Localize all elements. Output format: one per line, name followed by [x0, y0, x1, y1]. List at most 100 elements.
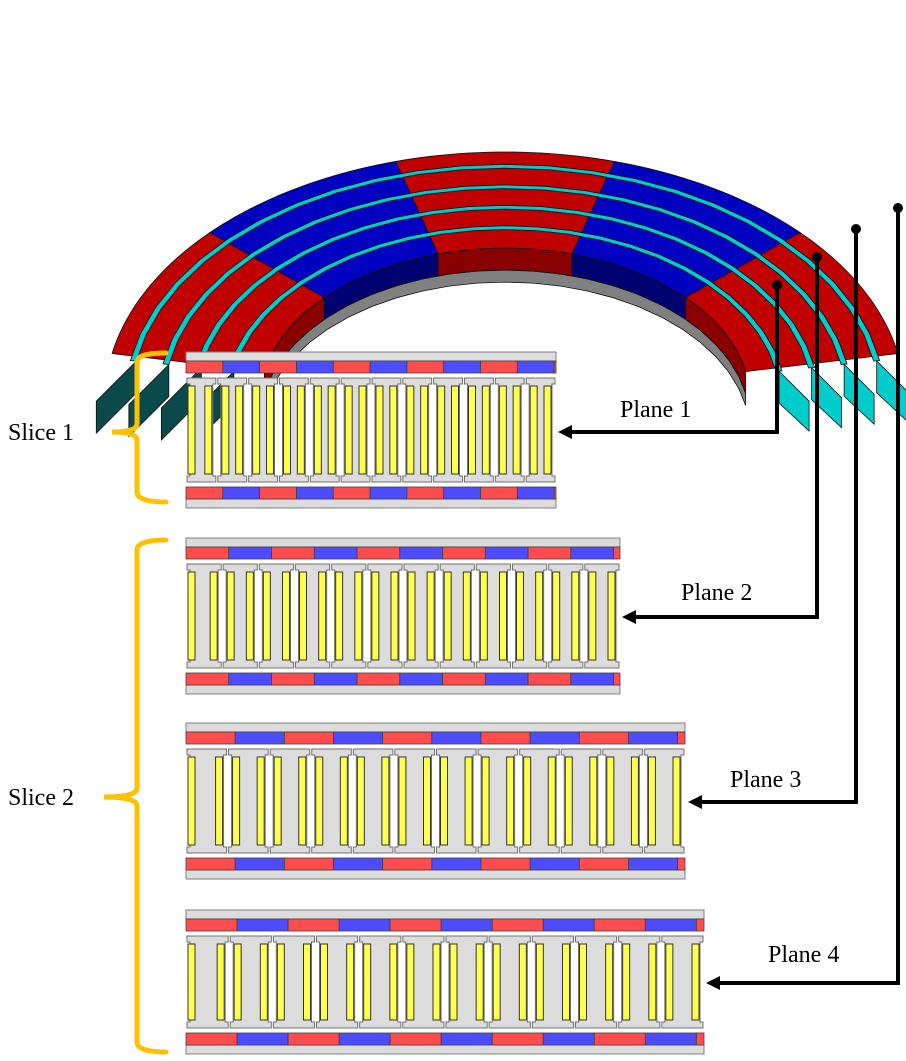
slice-1-group: Slice 1 — [8, 350, 169, 505]
magnet-red — [442, 546, 486, 560]
plane-2-cross-section — [185, 537, 621, 695]
magnet-blue — [542, 1032, 595, 1046]
coil-side — [443, 571, 452, 661]
magnet-blue — [440, 1032, 493, 1046]
coil-side — [389, 943, 398, 1021]
top-back-iron — [185, 909, 705, 920]
plane-4-cross-section — [185, 909, 705, 1055]
coil-side — [313, 385, 322, 475]
coil-side — [358, 385, 367, 475]
magnet-red — [527, 546, 572, 560]
magnet-blue — [369, 486, 408, 500]
magnet-red — [185, 1032, 238, 1046]
coil-side — [389, 385, 398, 475]
plane-3-label: Plane 3 — [730, 767, 801, 793]
stator-layer-3 — [162, 184, 848, 365]
magnet-red — [593, 918, 646, 932]
coil-side — [475, 943, 484, 1021]
coil-side — [320, 943, 328, 1021]
coil-side — [298, 756, 307, 846]
coil-side — [562, 943, 570, 1021]
magnet-red — [259, 486, 297, 500]
coil-side — [315, 756, 324, 846]
magnet-blue — [529, 731, 580, 745]
magnet-red — [271, 672, 315, 686]
magnet-red — [185, 857, 236, 871]
magnet-red — [389, 918, 442, 932]
magnet-red — [332, 486, 371, 500]
coil-side — [335, 571, 344, 661]
coil-side — [398, 756, 407, 846]
magnet-red — [578, 857, 629, 871]
magnet-red — [677, 731, 686, 745]
magnet-blue — [222, 360, 261, 374]
bottom-back-iron — [185, 498, 557, 509]
magnet-blue — [516, 360, 555, 374]
coil-side — [529, 385, 538, 475]
magnet-blue — [236, 918, 289, 932]
coil-side — [535, 571, 544, 661]
coil-side — [216, 943, 225, 1021]
slice-1-brace — [111, 350, 169, 505]
magnet-blue — [333, 857, 384, 871]
magnet-blue — [431, 857, 482, 871]
coil-side — [273, 756, 282, 846]
magnet-blue — [484, 546, 529, 560]
coil-side — [187, 571, 196, 661]
coil-side — [209, 571, 218, 661]
coil-side — [256, 756, 265, 846]
coil-side — [282, 571, 290, 661]
magnet-red — [382, 857, 433, 871]
coil-side — [266, 385, 274, 475]
magnet-red — [491, 918, 544, 932]
coil-side — [589, 756, 598, 846]
coil-side — [564, 756, 573, 846]
coil-side — [481, 385, 490, 475]
coil-side — [299, 571, 307, 661]
bottom-back-iron — [185, 869, 686, 880]
slice-1-label: Slice 1 — [8, 420, 74, 446]
magnet-red — [613, 546, 621, 560]
coil-side — [390, 571, 399, 661]
magnet-red — [695, 918, 705, 932]
magnet-red — [578, 731, 629, 745]
magnet-blue — [644, 1032, 697, 1046]
magnet-red — [406, 360, 445, 374]
magnet-red — [185, 486, 224, 500]
coil-side — [449, 943, 458, 1021]
slice-2-group: Slice 2 — [8, 537, 169, 1055]
coil-side — [588, 571, 597, 661]
top-back-iron — [185, 351, 557, 362]
magnet-blue — [542, 918, 595, 932]
coil-side — [235, 385, 244, 475]
magnet-blue — [313, 546, 358, 560]
magnet-red — [356, 546, 401, 560]
coil-side — [262, 571, 271, 661]
magnet-blue — [228, 672, 272, 686]
coil-side — [276, 943, 285, 1021]
coil-side — [622, 943, 631, 1021]
coil-side — [252, 385, 261, 475]
magnet-blue — [443, 486, 481, 500]
magnet-red — [185, 918, 238, 932]
magnet-red — [695, 1032, 705, 1046]
coil-side — [605, 943, 614, 1021]
magnet-red — [259, 360, 297, 374]
magnet-red — [185, 731, 236, 745]
magnet-blue — [338, 1032, 391, 1046]
coil-side — [648, 943, 657, 1021]
coil-side — [535, 943, 544, 1021]
magnet-blue — [628, 857, 679, 871]
coil-side — [245, 571, 254, 661]
coil-side — [606, 756, 615, 846]
magnet-blue — [236, 1032, 289, 1046]
coil-side — [232, 756, 241, 846]
coil-side — [552, 571, 561, 661]
magnet-blue — [333, 731, 384, 745]
coil-side — [233, 943, 242, 1021]
plane-2-label: Plane 2 — [681, 580, 752, 606]
coil-side — [426, 571, 435, 661]
plane-4-connector: Plane 4 — [706, 203, 903, 990]
coil-side — [440, 756, 448, 846]
magnet-blue — [484, 672, 529, 686]
